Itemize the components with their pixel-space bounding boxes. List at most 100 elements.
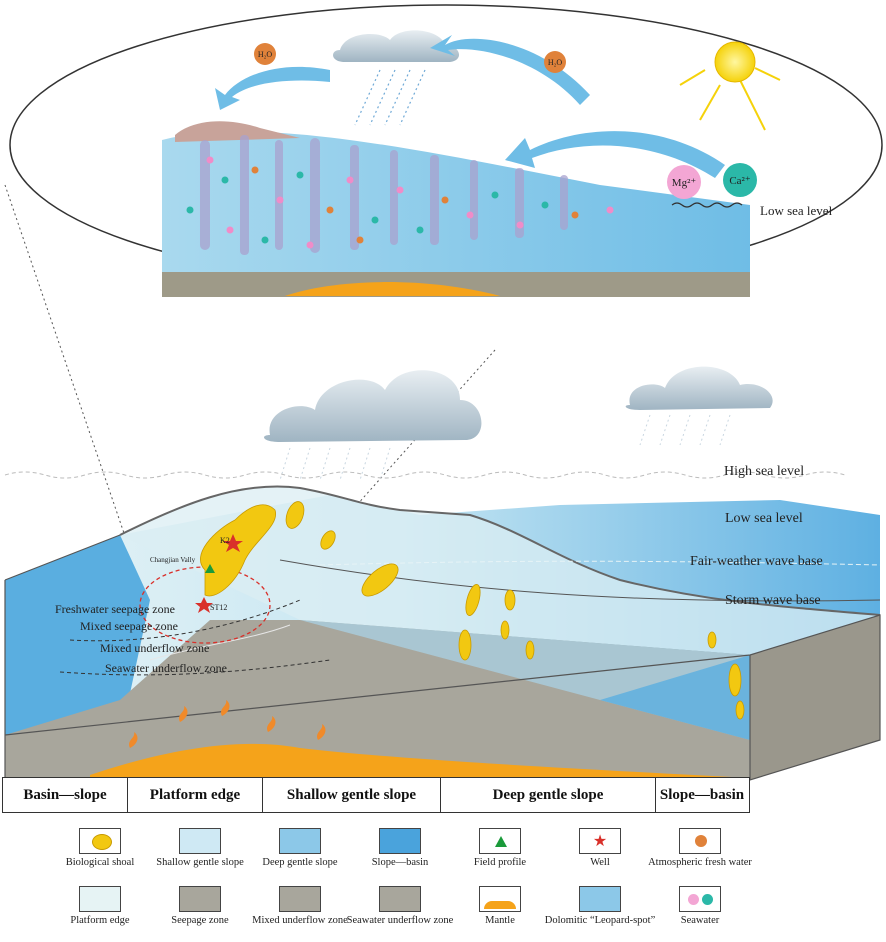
legend-item-deep-gentle-slope: Deep gentle slope	[240, 828, 360, 869]
inset-ellipse: H₂O H₂O Mg²⁺ Ca²⁺ Low sea level	[9, 4, 883, 297]
inset-cloud-icon	[333, 30, 460, 126]
atmospheric-fresh-water-swatch-icon	[679, 828, 721, 854]
legend-label: Mantle	[485, 915, 515, 926]
legend-label: Slope—basin	[371, 857, 429, 868]
seepage-zone-swatch-icon	[179, 886, 221, 912]
legend-item-shallow-gentle-slope: Shallow gentle slope	[140, 828, 260, 869]
legend-label: Atmospheric fresh water	[648, 857, 752, 868]
legend-label: Mixed underflow zone	[252, 915, 348, 926]
well-marker-k2	[223, 534, 243, 552]
legend-label: Dolomitic “Leopard-spot”	[544, 915, 656, 926]
atmospheric-water-icon	[544, 51, 566, 73]
legend-item-atmospheric-fresh-water: Atmospheric fresh water	[640, 828, 760, 869]
storm-cloud-icon	[264, 370, 482, 481]
legend-item-field-profile: Field profile	[440, 828, 560, 869]
inset-leopard-spots	[200, 135, 568, 255]
legend-item-biological-shoal: Biological shoal	[40, 828, 160, 869]
well-label-k2: K2	[220, 536, 230, 545]
high-sea-level-label: High sea level	[724, 464, 804, 479]
low-sea-level-label: Low sea level	[725, 511, 803, 526]
well-label-st12: ST12	[210, 603, 227, 612]
ca-ion-label: Ca²⁺	[729, 175, 751, 187]
facies-basin-slope: Basin—slope	[3, 778, 128, 812]
freshwater-seepage-label: Freshwater seepage zone	[55, 602, 175, 616]
mantle-plume-icons	[129, 700, 326, 748]
legend-item-mantle: Mantle	[440, 886, 560, 927]
legend-item-well: ★ Well	[540, 828, 660, 869]
legend-label: Seepage zone	[171, 915, 229, 926]
legend-item-slope-basin: Slope—basin	[340, 828, 460, 869]
facies-bar: Basin—slope Platform edge Shallow gentle…	[2, 777, 750, 813]
field-profile-marker	[205, 564, 215, 573]
ca-ion-icon	[723, 163, 757, 197]
inset-mantle	[285, 282, 500, 296]
fair-weather-wave-base-label: Fair-weather wave base	[690, 554, 823, 569]
fair-weather-wave-base-line	[319, 560, 881, 566]
storm-wave-base-line	[279, 559, 881, 602]
legend-item-seawater-underflow-zone: Seawater underflow zone	[340, 886, 460, 927]
seawater-underflow-label: Seawater underflow zone	[105, 661, 227, 675]
seawater-underflow-swatch-icon	[379, 886, 421, 912]
legend-label: Biological shoal	[65, 857, 135, 868]
seawater-swatch-icon	[679, 886, 721, 912]
deep-gentle-slope-swatch-icon	[279, 828, 321, 854]
slope-basin-swatch-icon	[379, 828, 421, 854]
facies-platform-edge: Platform edge	[128, 778, 263, 812]
seawater-influx-arrow	[505, 131, 725, 178]
well-swatch-icon: ★	[579, 828, 621, 854]
legend-label: Seawater	[680, 915, 720, 926]
legend-label: Platform edge	[70, 915, 130, 926]
shallow-gentle-slope-swatch-icon	[179, 828, 221, 854]
water-label-1: H₂O	[258, 50, 273, 59]
storm-wave-base-label: Storm wave base	[725, 593, 821, 608]
atmospheric-water-icon	[254, 43, 276, 65]
legend-item-seepage-zone: Seepage zone	[140, 886, 260, 927]
slope-basin-face	[600, 655, 750, 740]
mixed-underflow-swatch-icon	[279, 886, 321, 912]
leopard-spot-swatch-icon	[579, 886, 621, 912]
legend-label: Seawater underflow zone	[346, 915, 454, 926]
platform-edge-swatch-icon	[79, 886, 121, 912]
high-sea-level-line	[4, 471, 846, 479]
legend-label: Deep gentle slope	[262, 857, 338, 868]
sun-icon	[679, 41, 781, 131]
legend-item-leopard-spot: Dolomitic “Leopard-spot”	[540, 886, 660, 927]
mixed-underflow-label: Mixed underflow zone	[100, 641, 209, 655]
zone-boundary	[59, 659, 331, 676]
legend-item-seawater: Seawater	[640, 886, 760, 927]
block-diagram: K2 Changjian Vally ST12	[4, 485, 881, 782]
zone-boundary	[69, 599, 301, 642]
facies-shallow-gentle-slope: Shallow gentle slope	[263, 778, 441, 812]
seafloor-profile	[119, 485, 881, 616]
bedrock-side	[750, 615, 880, 780]
field-profile-swatch-icon	[479, 828, 521, 854]
legend-item-platform-edge: Platform edge	[40, 886, 160, 927]
seepage-texture	[149, 624, 291, 661]
inset-sea-level-wave	[671, 202, 743, 208]
precipitation-arrow	[215, 66, 330, 110]
mg-ion-label: Mg²⁺	[672, 177, 697, 189]
basin-slope-face	[5, 535, 150, 740]
water-label-2: H₂O	[548, 58, 563, 67]
inset-island	[175, 121, 300, 142]
legend-item-mixed-underflow-zone: Mixed underflow zone	[240, 886, 360, 927]
well-marker-st12	[195, 597, 213, 613]
valley-label: Changjian Vally	[150, 556, 196, 564]
rain-cloud-icon	[625, 366, 773, 446]
legend-label: Shallow gentle slope	[156, 857, 244, 868]
projection-line	[4, 184, 141, 581]
facies-slope-basin: Slope—basin	[659, 786, 745, 803]
mantle-swatch-icon	[479, 886, 521, 912]
inset-ion-dots	[186, 156, 614, 249]
legend-label: Well	[590, 857, 610, 868]
legend-label: Field profile	[473, 857, 527, 868]
inset-low-sea-level: Low sea level	[760, 203, 833, 218]
facies-deep-gentle-slope: Deep gentle slope	[441, 778, 656, 812]
block-outline	[4, 534, 881, 781]
platform-body	[120, 486, 880, 655]
mg-ion-icon	[667, 165, 701, 199]
mixed-seepage-label: Mixed seepage zone	[80, 619, 178, 633]
legend: Biological shoal Shallow gentle slope De…	[40, 828, 760, 940]
inset-sea	[162, 131, 750, 272]
